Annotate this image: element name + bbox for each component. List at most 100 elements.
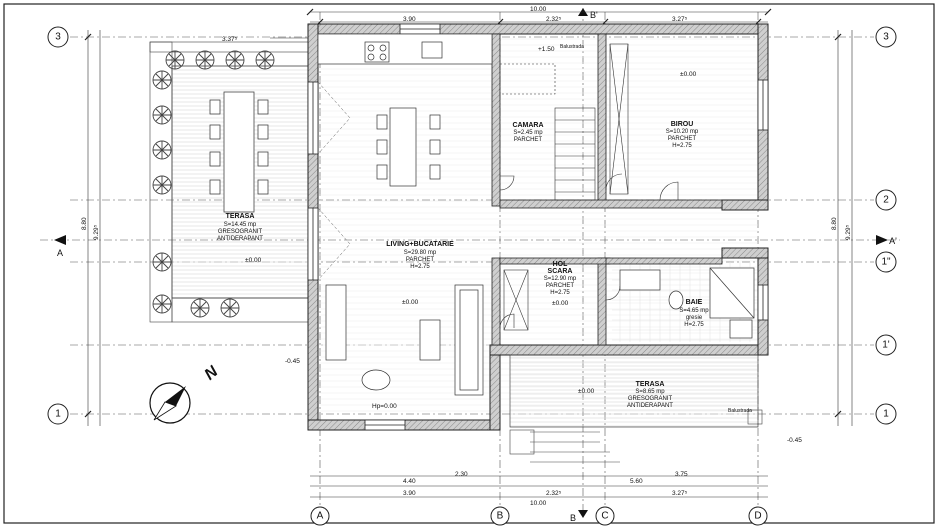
level-exterior-left: -0.45	[285, 358, 300, 365]
plant-icon	[152, 175, 172, 195]
plant-icon	[165, 50, 185, 70]
svg-text:2: 2	[883, 195, 889, 206]
svg-text:3: 3	[55, 32, 61, 43]
terrace-plants	[152, 50, 275, 318]
room-living-height: H=2.75	[410, 264, 430, 270]
dim-top-total: 10.00	[530, 6, 547, 13]
room-birou-area: S=10.20 mp	[666, 129, 699, 135]
windows	[307, 23, 769, 431]
dimension-lines	[87, 11, 853, 498]
svg-text:A: A	[317, 511, 324, 522]
staircase	[499, 63, 596, 201]
entrance-steps	[509, 409, 763, 463]
dim-right-total: 8.80	[831, 217, 838, 230]
kitchen-counter	[317, 33, 493, 65]
dim-left-total: 8.80	[81, 217, 88, 230]
room-hol-area: S=12.90 mp	[544, 276, 577, 282]
doors	[499, 173, 679, 329]
note-hp-level: Hp=0.00	[372, 403, 397, 410]
room-hol-floor: PARCHET	[546, 283, 575, 289]
dim-bottom-total: 10.00	[530, 500, 547, 507]
window-swing-lines	[317, 81, 351, 281]
section-markers: A A' B B'	[54, 8, 897, 523]
axis-bubbles: 3 3 2 1" 1' 1 1 A B C D	[47, 26, 897, 526]
svg-text:B: B	[570, 513, 576, 523]
section-marker-a-prime: A'	[876, 235, 897, 246]
room-birou-level: ±0.00	[680, 71, 697, 78]
axis-bubble-row-2-right: 2	[875, 189, 897, 211]
room-terasa-right-level: ±0.00	[578, 388, 595, 395]
room-hol-level: ±0.00	[552, 300, 569, 307]
axis-bubble-row-1dd-right: 1"	[875, 251, 897, 273]
plant-icon	[152, 294, 172, 314]
dim-bottom-375: 3.75	[675, 471, 688, 478]
dim-bottom-560: 5.60	[630, 478, 643, 485]
kitchen-island	[376, 107, 441, 187]
room-terasa-right-finish-1: GRESOGRANIT	[628, 396, 673, 402]
room-hol-height: H=2.75	[550, 290, 570, 296]
room-baie-floor: gresie	[686, 315, 703, 321]
svg-text:B: B	[497, 511, 504, 522]
room-living-floor: PARCHET	[406, 257, 435, 263]
room-camara-floor: PARCHET	[514, 137, 543, 143]
dim-top-a: 3.90	[403, 16, 416, 23]
north-arrow-label: N	[202, 363, 222, 384]
room-terasa-left-finish-1: GRESOGRANIT	[218, 229, 263, 235]
hall-cabinet	[503, 43, 629, 331]
axis-bubble-row-3-left: 3	[47, 26, 69, 48]
plant-icon	[152, 105, 172, 125]
plant-icon	[255, 50, 275, 70]
drawing-frame	[3, 3, 935, 524]
plant-icon	[152, 252, 172, 272]
room-terasa-right-area: S=8.65 mp	[635, 389, 665, 395]
axis-bubble-col-a: A	[310, 506, 330, 526]
dim-top-c: 3.27⁵	[672, 16, 688, 23]
room-camara-name: CAMARA	[512, 122, 543, 129]
north-arrow: N	[149, 363, 222, 424]
room-birou-height: H=2.75	[672, 143, 692, 149]
level-exterior-right: -0.45	[787, 437, 802, 444]
room-hol-name: HOL	[553, 261, 569, 268]
bathroom-fixtures	[619, 267, 755, 339]
room-terasa-left-name: TERASA	[226, 213, 255, 220]
dim-bottom-c: 3.27⁵	[672, 490, 688, 497]
section-marker-b-bottom: B	[570, 510, 588, 523]
svg-text:1: 1	[55, 409, 61, 420]
svg-text:1: 1	[883, 409, 889, 420]
plant-icon	[220, 298, 240, 318]
axis-bubble-row-1-left: 1	[47, 403, 69, 425]
svg-text:1': 1'	[882, 340, 890, 351]
dim-top-b: 2.32⁵	[546, 16, 562, 23]
dim-right-929: 9.29⁵	[845, 224, 852, 240]
terrace-right	[509, 354, 759, 428]
room-living-area: S=29.80 mp	[404, 250, 437, 256]
plant-icon	[195, 50, 215, 70]
dim-left-929: 9.29⁵	[93, 224, 100, 240]
axis-bubble-col-b: B	[490, 506, 510, 526]
room-terasa-left-area: S=14.45 mp	[224, 222, 257, 228]
axis-bubble-col-d: D	[748, 506, 768, 526]
room-baie-area: S=4.65 mp	[679, 308, 709, 314]
svg-text:3: 3	[883, 32, 889, 43]
axis-bubble-row-3-right: 3	[875, 26, 897, 48]
axis-bubble-col-c: C	[595, 506, 615, 526]
room-living-name: LIVING+BUCATARIE	[386, 241, 454, 248]
svg-text:A: A	[57, 248, 63, 258]
svg-text:C: C	[601, 511, 608, 522]
dim-bottom-b: 2.32⁵	[546, 490, 562, 497]
room-terasa-right-finish-2: ANTIDERAPANT	[627, 403, 673, 409]
dim-bottom-440: 4.40	[403, 478, 416, 485]
interior-walls	[491, 33, 723, 346]
dim-bottom-a: 3.90	[403, 490, 416, 497]
svg-text:1": 1"	[881, 257, 891, 268]
section-marker-b-prime-top: B'	[578, 8, 598, 20]
room-camara-area: S=2.45 mp	[513, 130, 543, 136]
room-terasa-left-level: ±0.00	[245, 257, 262, 264]
dim-bottom-230: 2.30	[455, 471, 468, 478]
room-baie-name: BAIE	[686, 299, 703, 306]
svg-text:A': A'	[889, 236, 897, 246]
dim-terrace-width: 3.37⁵	[222, 36, 238, 43]
room-hol-name-2: SCARA	[548, 268, 573, 275]
plant-icon	[152, 140, 172, 160]
living-sofa	[325, 284, 484, 396]
